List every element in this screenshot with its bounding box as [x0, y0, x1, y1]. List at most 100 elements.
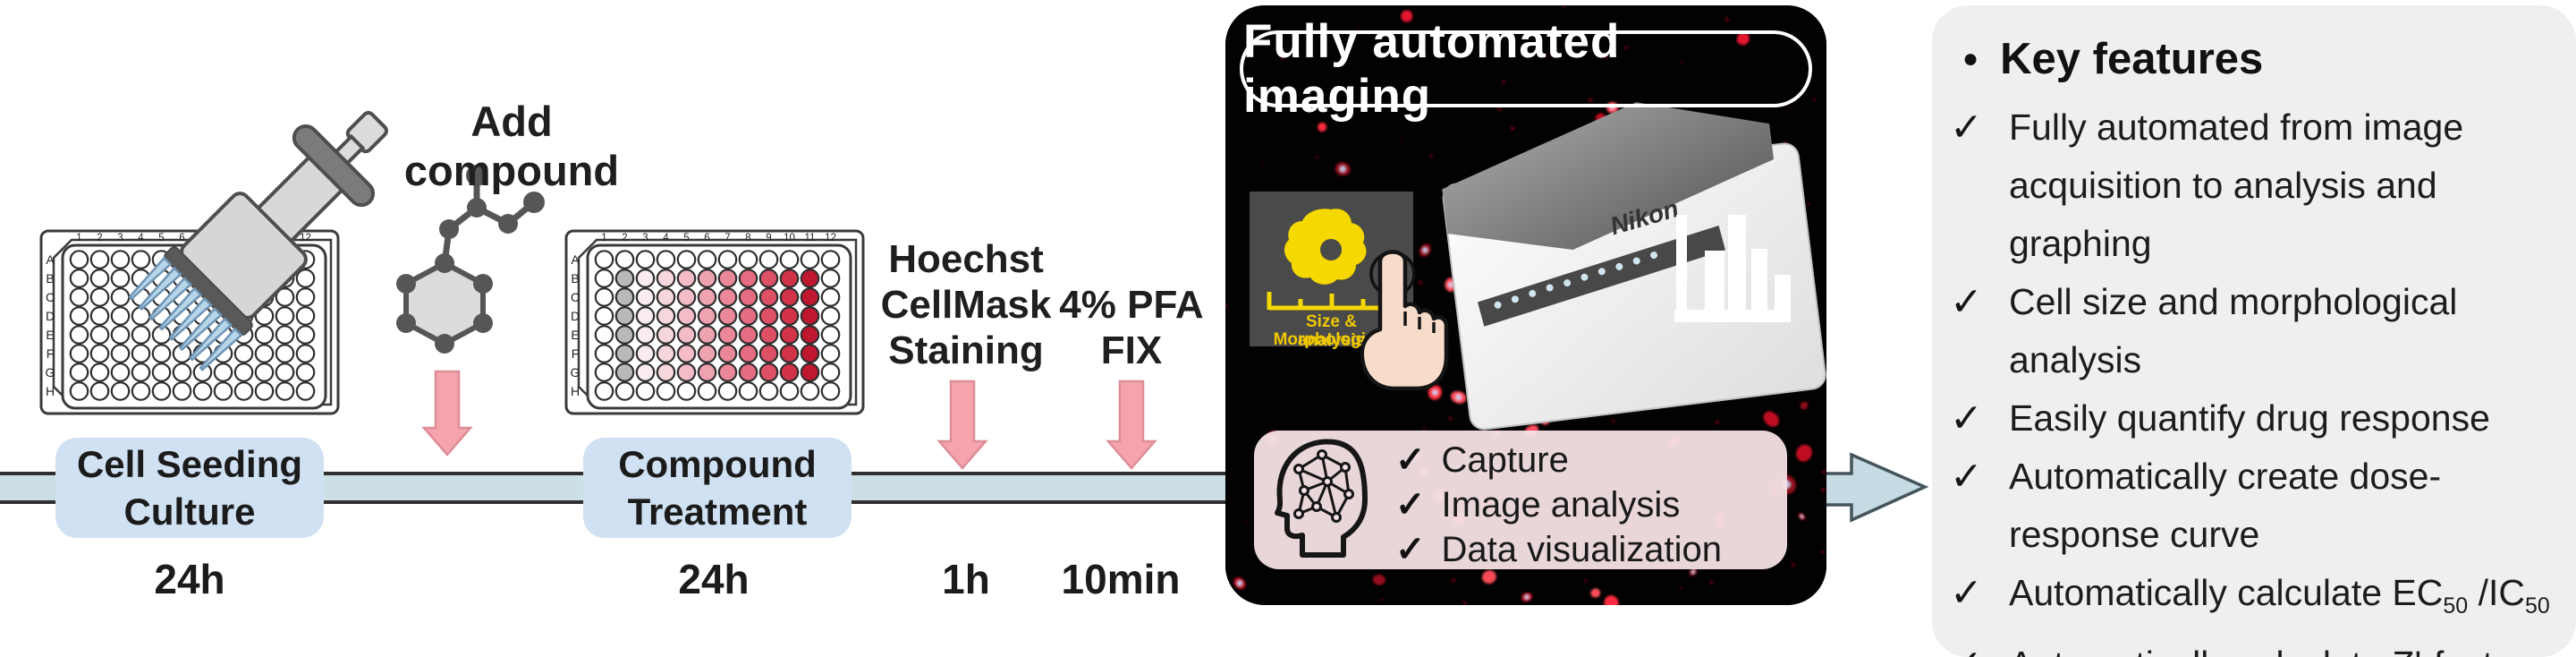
plate-well	[172, 344, 192, 363]
plate-well	[89, 344, 110, 363]
plate-well	[779, 250, 800, 269]
plate-well	[614, 344, 635, 363]
svg-text:6: 6	[179, 233, 184, 243]
plate-well	[820, 269, 841, 288]
plate-well	[594, 269, 614, 288]
plate-well	[275, 250, 295, 269]
stage-cell-seeding-culture: Cell Seeding Culture	[55, 438, 324, 538]
plate-well	[635, 325, 656, 345]
plate-well	[614, 325, 635, 345]
plate-well	[172, 306, 192, 326]
plate-well	[172, 363, 192, 382]
plate-well	[233, 269, 254, 288]
plate-well	[192, 306, 213, 326]
plate-well	[275, 381, 295, 401]
plate-well	[635, 344, 656, 363]
svg-text:8: 8	[745, 233, 750, 243]
check-icon: ✓	[1950, 280, 1983, 324]
plate-well	[635, 269, 656, 288]
plate-well	[131, 250, 151, 269]
plate-well	[213, 250, 233, 269]
plate-well	[820, 363, 841, 382]
plate-well	[738, 306, 758, 326]
svg-text:7: 7	[724, 233, 730, 243]
plate-well	[213, 325, 233, 345]
icon-label-line2: analysis	[1298, 331, 1365, 350]
plate-well	[295, 269, 316, 288]
plate-well	[594, 363, 614, 382]
key-features-panel: ● Key features ✓Fully automated from ima…	[1932, 5, 2576, 657]
plate-well	[295, 325, 316, 345]
plate-well	[676, 381, 697, 401]
svg-text:B: B	[46, 271, 54, 286]
plate-well	[131, 269, 151, 288]
icon-label-line1: Size & Morphological	[1273, 312, 1390, 349]
plate-well	[151, 363, 172, 382]
plate-well	[69, 250, 89, 269]
plate-well	[110, 306, 131, 326]
svg-text:F: F	[47, 346, 55, 361]
plate-well	[89, 325, 110, 345]
plate-well	[151, 250, 172, 269]
plate-well	[89, 269, 110, 288]
svg-text:4: 4	[138, 233, 144, 243]
plate-well	[738, 250, 758, 269]
staining-label: Hoechst CellMask Staining	[880, 237, 1052, 372]
plate-well	[254, 306, 275, 326]
plate-well	[233, 306, 254, 326]
plate-well	[800, 344, 820, 363]
plate-well	[254, 325, 275, 345]
plate-well	[779, 363, 800, 382]
plate-well	[275, 325, 295, 345]
check-icon: ✓	[1950, 455, 1983, 499]
plate-well	[254, 287, 275, 307]
imaging-title: Fully automated imaging	[1243, 15, 1621, 123]
plate-well	[676, 269, 697, 288]
key-feature-item: ✓Automatically calculate EC50 /IC50	[1950, 564, 2567, 636]
plate-well	[676, 325, 697, 345]
check-icon: ✓	[1395, 485, 1426, 525]
imaging-checklist-item: ✓Image analysis	[1395, 482, 1722, 527]
plate-well	[820, 250, 841, 269]
staining-arrow	[936, 380, 988, 470]
svg-text:5: 5	[158, 233, 164, 243]
check-icon: ✓	[1950, 106, 1983, 149]
plate-well	[738, 325, 758, 345]
svg-text:C: C	[46, 290, 55, 304]
plate-well	[676, 250, 697, 269]
plate-well	[89, 250, 110, 269]
svg-text:F: F	[572, 346, 580, 361]
plate-well	[254, 269, 275, 288]
plate-well	[738, 381, 758, 401]
multichannel-pipette-icon	[128, 111, 388, 371]
svg-text:6: 6	[704, 233, 709, 243]
plate-well	[697, 287, 717, 307]
plate-well	[131, 381, 151, 401]
plate-well	[717, 381, 738, 401]
plate-well	[697, 250, 717, 269]
plate-well	[89, 287, 110, 307]
plate-well	[800, 250, 820, 269]
svg-text:8: 8	[220, 233, 225, 243]
check-icon: ✓	[1950, 571, 1983, 615]
plate-well	[254, 363, 275, 382]
imaging-panel: Fully automated imaging Size & Morpholog…	[1225, 5, 1826, 605]
svg-text:E: E	[46, 328, 54, 342]
add-compound-arrow	[421, 370, 473, 456]
plate-well	[758, 344, 779, 363]
plate-well	[717, 344, 738, 363]
duration-cell-seeding: 24h	[154, 556, 225, 602]
plate-well	[110, 381, 131, 401]
svg-text:7: 7	[199, 233, 205, 243]
plate-well	[233, 325, 254, 345]
plate-well	[275, 363, 295, 382]
plate-well	[758, 325, 779, 345]
plate-well	[614, 381, 635, 401]
plate-well	[717, 269, 738, 288]
plate-well	[172, 269, 192, 288]
svg-text:10: 10	[784, 233, 795, 243]
plate-well	[614, 269, 635, 288]
